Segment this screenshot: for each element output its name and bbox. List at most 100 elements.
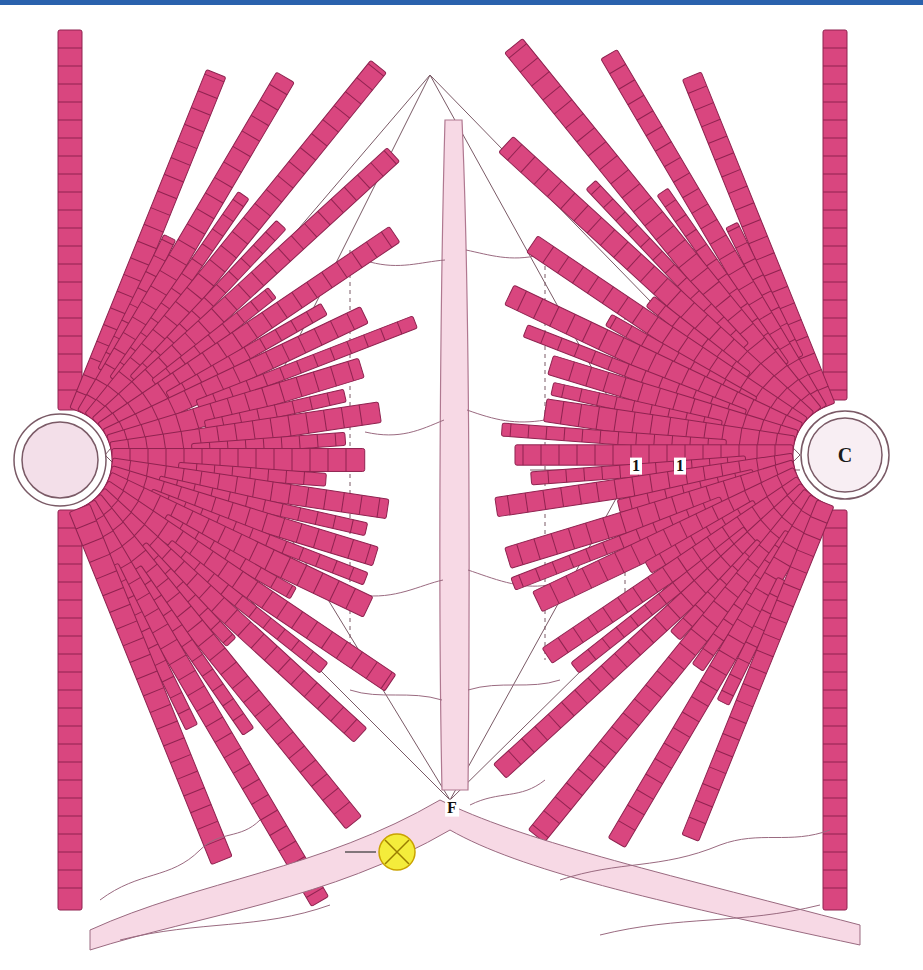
fiber-stripe (683, 618, 692, 627)
centrosome-circle: C (800, 410, 890, 500)
fiber-stripe (316, 554, 321, 566)
fiber-stripe (637, 383, 643, 402)
fiber-stripe (365, 545, 371, 564)
fiber-stripe (58, 762, 82, 763)
fiber-stripe (560, 401, 563, 424)
fiber-stripe (266, 189, 282, 202)
fiber-stripe (599, 156, 617, 170)
centrosome-outer (14, 414, 106, 506)
fiber-stripe (204, 838, 225, 846)
fiber-stripe (535, 726, 548, 740)
fiber-stripe (641, 335, 647, 346)
fiber-stripe (344, 187, 356, 201)
fiber-stripe (277, 602, 288, 619)
fiber-stripe (223, 214, 234, 221)
fiber-stripe (703, 784, 720, 791)
fiber-stripe (154, 660, 166, 666)
fiber-stripe (566, 314, 575, 334)
fiber-stripe (279, 383, 285, 402)
fiber-stripe (286, 585, 292, 596)
fiber-stripe (640, 266, 654, 282)
fiber-stripe (58, 852, 82, 853)
fiber-body (69, 504, 232, 865)
fiber-stripe (507, 496, 510, 515)
fiber-stripe (255, 704, 271, 717)
fiber-stripe (251, 115, 269, 125)
fiber-stripe (359, 405, 362, 426)
fiber-stripe (823, 834, 847, 835)
fiber-stripe (58, 834, 82, 835)
fiber-stripe (299, 436, 301, 449)
fiber-stripe (248, 542, 258, 562)
fiber-stripe (291, 670, 304, 684)
fiber-stripe (346, 589, 356, 609)
fiber-stripe (628, 641, 641, 655)
fiber-stripe (58, 120, 82, 121)
fiber-stripe (562, 385, 565, 398)
fiber-stripe (158, 383, 169, 399)
marker-cross (385, 840, 409, 864)
fiber-stripe (58, 582, 82, 583)
fiber-stripe (823, 48, 847, 49)
fiber-stripe (577, 445, 578, 465)
fiber-stripe (547, 471, 549, 484)
fiber-stripe (579, 389, 582, 402)
fiber-stripe (264, 646, 277, 660)
fiber-stripe (229, 271, 238, 280)
fiber-stripe (191, 107, 210, 115)
fiber-stripe (681, 593, 694, 607)
muscle-fiber (58, 30, 82, 410)
fiber-stripe (823, 780, 847, 781)
fiber-stripe (168, 398, 176, 414)
fiber-stripe (150, 704, 171, 712)
fiber-stripe (291, 321, 297, 332)
fiber-stripe (823, 888, 847, 889)
fiber-stripe (197, 701, 214, 711)
fiber-stripe (335, 433, 337, 446)
node-label: C (800, 444, 890, 467)
fiber-stripe (561, 488, 564, 507)
fiber-stripe (603, 199, 612, 208)
fiber-stripe (267, 469, 269, 482)
fiber-stripe (625, 364, 630, 376)
fiber-stripe (728, 186, 747, 194)
fiber-body (682, 500, 834, 841)
fiber-stripe (58, 672, 82, 673)
fiber-stripe (612, 727, 628, 740)
fiber-stripe (217, 561, 228, 578)
root-strand (100, 820, 260, 900)
fiber-stripe (714, 601, 730, 614)
fiber-stripe (176, 414, 182, 433)
fiber-stripe (703, 648, 714, 655)
fiber-stripe (743, 683, 760, 690)
fiber-stripe (270, 482, 273, 501)
fiber-stripe (667, 290, 681, 306)
fiber-stripe (770, 617, 787, 624)
fiber-stripe (58, 318, 82, 319)
fiber-stripe (315, 512, 318, 525)
fiber-stripe (182, 273, 193, 280)
fiber-stripe (823, 762, 847, 763)
fiber-stripe (763, 633, 780, 640)
fiber-stripe (215, 177, 233, 187)
fiber-stripe (58, 744, 82, 745)
fiber-stripe (508, 145, 522, 161)
fiber-stripe (777, 600, 794, 607)
fiber-stripe (89, 554, 110, 562)
fiber-stripe (58, 546, 82, 547)
fiber-stripe (130, 654, 151, 662)
fiber-stripe (331, 367, 337, 386)
fiber-stripe (352, 252, 363, 268)
fiber-stripe (205, 193, 223, 203)
fiber-stripe (242, 131, 260, 141)
fiber-stripe (566, 114, 584, 128)
fiber-stripe (569, 555, 574, 567)
fiber-stripe (210, 259, 226, 272)
fiber-stripe (252, 795, 269, 805)
fiber-stripe (574, 205, 588, 221)
fiber-stripe (225, 296, 237, 310)
fiber-stripe (614, 409, 617, 432)
fiber-stripe (274, 405, 277, 418)
fiber-stripe (157, 521, 168, 538)
